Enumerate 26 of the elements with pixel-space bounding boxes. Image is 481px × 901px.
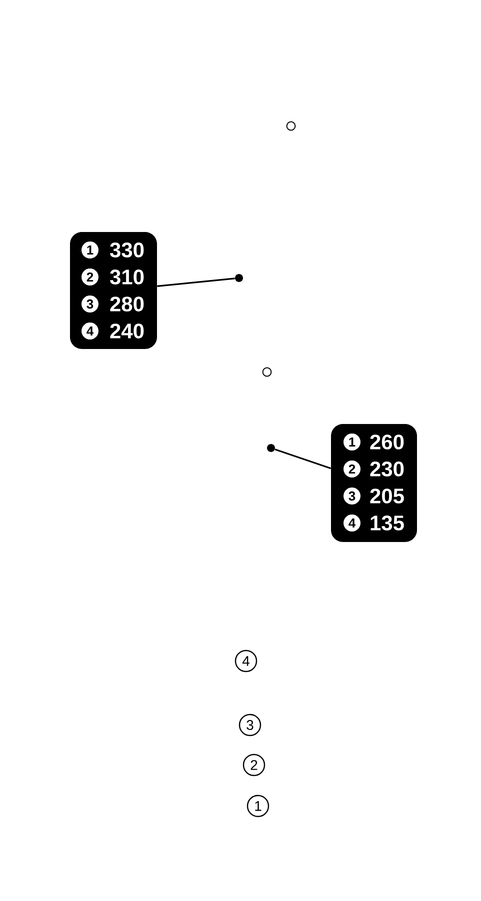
callout-box (331, 424, 417, 542)
point-dot (267, 444, 275, 452)
callout-number: 3 (238, 714, 262, 736)
value: 260 (370, 434, 404, 450)
leader-line (157, 278, 235, 287)
point-dot (235, 274, 243, 282)
value: 310 (110, 270, 144, 284)
number-badge: 4 (82, 322, 98, 340)
number-badge: 2 (82, 268, 98, 286)
number-badge: 3 (82, 296, 98, 312)
leader-line (274, 448, 332, 470)
callout-number: 2 (242, 754, 266, 776)
value: 280 (110, 296, 144, 312)
value: 240 (110, 324, 144, 338)
value: 230 (370, 462, 404, 476)
callout-number: 1 (246, 794, 270, 818)
value: 330 (110, 242, 144, 258)
number-badge: 2 (344, 460, 360, 478)
number-badge: 1 (82, 242, 98, 258)
callout-number: 4 (234, 650, 258, 672)
value: 135 (370, 516, 404, 530)
number-badge: 1 (344, 434, 360, 450)
callout-box (70, 232, 157, 349)
number-badge: 4 (344, 514, 360, 532)
number-badge: 3 (344, 488, 360, 504)
value: 205 (370, 488, 404, 504)
